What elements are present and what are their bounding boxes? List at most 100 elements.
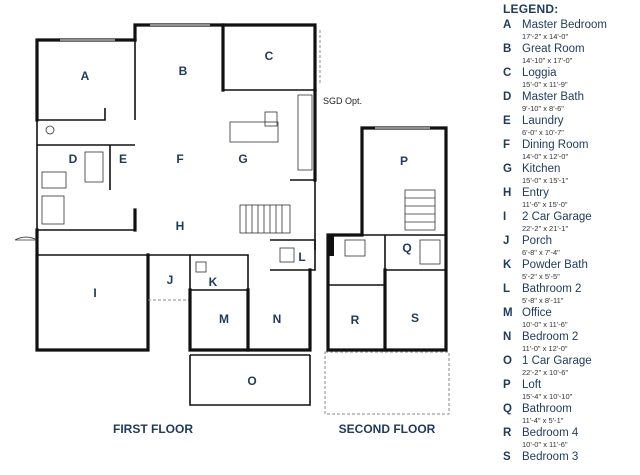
legend-letter: E bbox=[503, 115, 511, 127]
legend-room-dimensions: 6'-0" x 10'-7" bbox=[522, 128, 564, 137]
bath-two-wall bbox=[270, 239, 316, 271]
bathtub bbox=[41, 171, 67, 189]
second-floor-stairs bbox=[404, 189, 436, 231]
garage-roof-outline bbox=[324, 351, 450, 415]
legend-room-dimensions: 11'-4" x 5'-1" bbox=[522, 416, 564, 425]
legend-room-name: 1 Car Garage bbox=[522, 355, 592, 367]
legend-room-name: Great Room bbox=[522, 43, 585, 55]
legend-letter: M bbox=[503, 307, 513, 319]
legend-room-name: Bedroom 4 bbox=[522, 427, 579, 439]
kitchen-island bbox=[229, 121, 279, 143]
legend-room-name: Bathroom bbox=[522, 403, 572, 415]
legend-room-dimensions: 14'-0" x 12'-0" bbox=[522, 152, 569, 161]
room-label-f: F bbox=[176, 152, 183, 166]
legend-room-name: Bedroom 2 bbox=[522, 331, 579, 343]
legend-item-s: S Bedroom 3 bbox=[503, 451, 640, 475]
legend-room-dimensions: 22'-2" x 21'-1" bbox=[522, 224, 569, 233]
second-floor-outline bbox=[326, 126, 448, 352]
legend-room-dimensions: 15'-0" x 11'-9" bbox=[522, 80, 568, 89]
master-bath-wall bbox=[36, 120, 135, 231]
legend-room-name: Bedroom 3 bbox=[522, 451, 579, 463]
legend-text: Bedroom 3 bbox=[522, 451, 578, 464]
room-label-d: D bbox=[69, 152, 78, 166]
room-label-k: K bbox=[209, 275, 218, 289]
room-label-i: I bbox=[93, 286, 96, 300]
master-bedroom-inner-wall bbox=[37, 108, 106, 121]
room-label-h: H bbox=[176, 219, 185, 233]
great-room-wall bbox=[133, 23, 225, 92]
legend-letter: F bbox=[503, 139, 511, 151]
legend-room-name: Powder Bath bbox=[522, 259, 588, 271]
room-label-r: R bbox=[351, 313, 360, 327]
floor-plan-drawing: A B C D E F G H I J K L M N O SGD Opt. F… bbox=[14, 23, 450, 436]
legend-room-dimensions: 11'-0" x 12'-0" bbox=[522, 344, 568, 353]
legend-letter: B bbox=[503, 43, 512, 55]
second-bathtub bbox=[419, 239, 441, 265]
garage-door-swing bbox=[14, 236, 38, 241]
room-label-a: A bbox=[81, 69, 90, 83]
legend-letter: G bbox=[503, 163, 512, 175]
legend-letter: Q bbox=[503, 403, 512, 415]
legend-letter: C bbox=[503, 67, 512, 79]
legend-room-dimensions: 22'-2" x 10'-6" bbox=[522, 368, 569, 377]
legend-room-dimensions: 17'-2" x 14'-0" bbox=[522, 32, 569, 41]
second-floor-title: SECOND FLOOR bbox=[339, 422, 436, 436]
closet-mark bbox=[329, 236, 334, 256]
shower bbox=[41, 195, 65, 225]
room-label-m: M bbox=[219, 312, 229, 326]
legend-letter: D bbox=[503, 91, 512, 103]
legend-title: LEGEND: bbox=[503, 2, 559, 16]
room-label-j: J bbox=[167, 273, 174, 287]
legend-room-name: Porch bbox=[522, 235, 553, 247]
legend-letter: S bbox=[503, 451, 511, 463]
stair-wall bbox=[290, 179, 316, 250]
legend-letter: H bbox=[503, 187, 512, 199]
legend-letter: J bbox=[503, 235, 510, 247]
sgd-option-note: SGD Opt. bbox=[323, 96, 362, 106]
legend-room-name: Entry bbox=[522, 187, 549, 199]
room-label-e: E bbox=[119, 152, 127, 166]
legend-letter: O bbox=[503, 355, 512, 367]
room-label-p: P bbox=[400, 154, 408, 168]
legend-room-name: Master Bath bbox=[522, 91, 584, 103]
legend-room-name: Bathroom 2 bbox=[522, 283, 582, 295]
legend-room-name: Loggia bbox=[522, 67, 557, 79]
legend-room-dimensions: 14'-10" x 17'-0" bbox=[522, 56, 573, 65]
room-label-n: N bbox=[273, 312, 282, 326]
legend-letter: P bbox=[503, 379, 511, 391]
powder-toilet bbox=[195, 261, 207, 273]
kitchen-sink bbox=[264, 111, 278, 127]
room-label-c: C bbox=[265, 49, 274, 63]
office-wall bbox=[188, 288, 250, 352]
legend-room-dimensions: 10'-0" x 11'-6" bbox=[522, 320, 568, 329]
loggia-wall bbox=[221, 23, 317, 92]
legend-room-name: Kitchen bbox=[522, 163, 561, 175]
legend-room-dimensions: 9'-10" x 8'-6" bbox=[522, 104, 564, 113]
legend-room-dimensions: 10'-0" x 11'-6" bbox=[522, 440, 568, 449]
legend-letter: R bbox=[503, 427, 512, 439]
